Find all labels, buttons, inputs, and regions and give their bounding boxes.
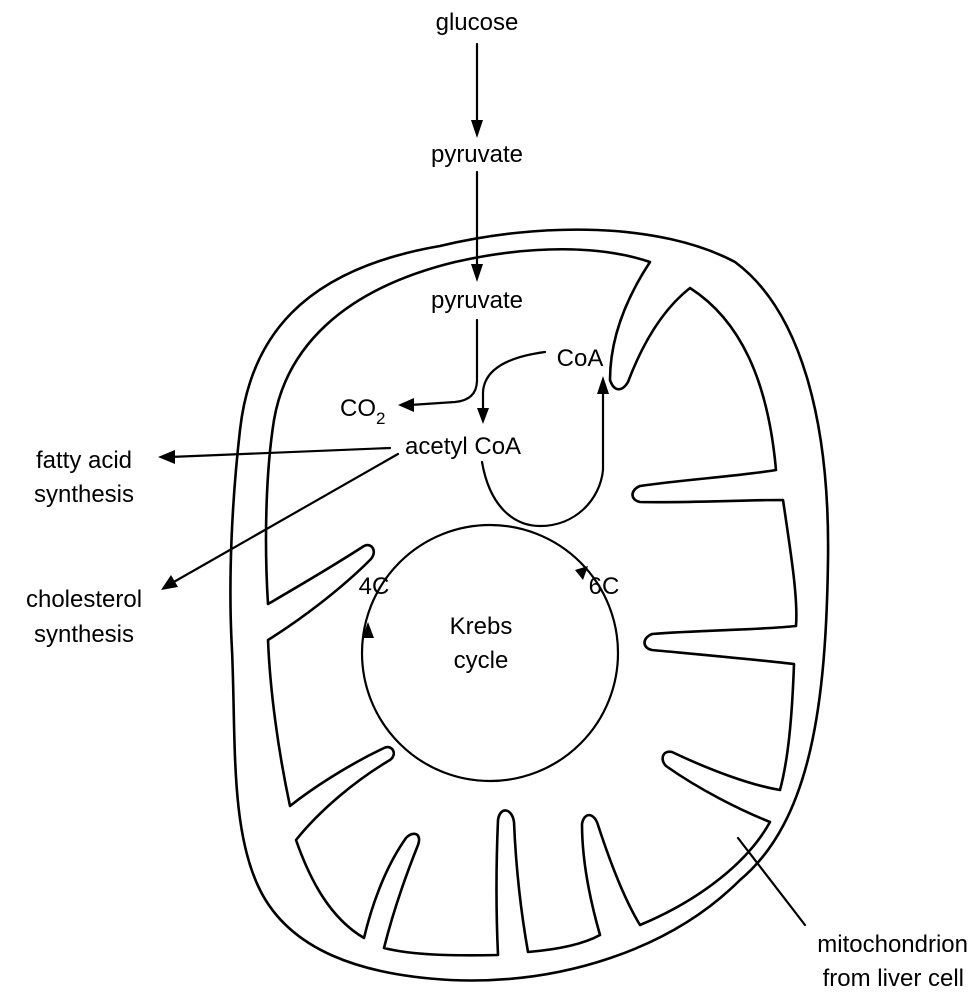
pyruvate-inner-label: pyruvate (431, 287, 523, 314)
fatty-acid-label-line1: fatty acid (36, 447, 132, 474)
cholesterol-label-line2: synthesis (34, 621, 134, 648)
four-c-label: 4C (359, 573, 390, 600)
six-c-label: 6C (589, 573, 620, 600)
acetyl-coa-label: acetyl CoA (405, 433, 521, 460)
fatty-acid-label-line2: synthesis (34, 481, 134, 508)
co2-subscript: 2 (376, 409, 385, 428)
pyruvate-outer-label: pyruvate (431, 141, 523, 168)
coa-label: CoA (557, 345, 604, 372)
mitochondrion-label-line2: from liver cell (823, 965, 964, 992)
mitochondrion-label-line1: mitochondrion (817, 931, 968, 958)
co2-label: CO2 (340, 395, 385, 428)
cholesterol-label-line1: cholesterol (26, 586, 142, 613)
mitochondrion-leader-line (738, 838, 805, 925)
krebs-label-line1: Krebs (450, 613, 513, 640)
glucose-label: glucose (436, 9, 519, 36)
krebs-label-line2: cycle (454, 647, 509, 674)
co2-main: CO (340, 395, 376, 422)
